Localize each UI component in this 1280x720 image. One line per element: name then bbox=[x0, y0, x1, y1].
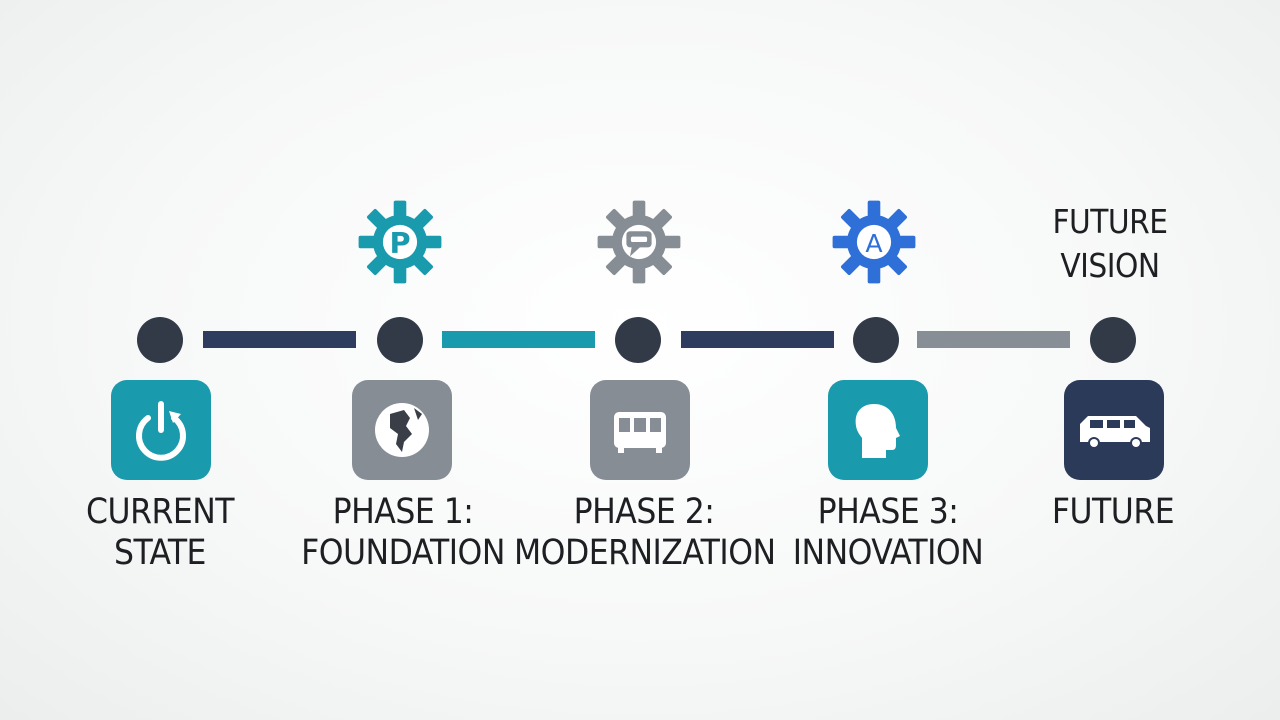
node-phase-2 bbox=[615, 317, 661, 363]
gear-p-letter: P bbox=[389, 226, 410, 260]
label-future: FUTURE bbox=[1051, 492, 1175, 532]
power-icon bbox=[111, 380, 211, 480]
label-phase-3: PHASE 3: INNOVATION bbox=[792, 492, 984, 573]
label-phase-2: PHASE 2: MODERNIZATION bbox=[514, 492, 776, 573]
gear-a-letter: A bbox=[865, 229, 883, 258]
node-phase-3 bbox=[853, 317, 899, 363]
node-future bbox=[1090, 317, 1136, 363]
head-icon bbox=[828, 380, 928, 480]
gear-p-icon: P bbox=[355, 197, 445, 287]
connector-4 bbox=[917, 331, 1070, 348]
globe-icon bbox=[352, 380, 452, 480]
label-phase-1: PHASE 1: FOUNDATION bbox=[301, 492, 505, 573]
bus-icon bbox=[590, 380, 690, 480]
gear-a-icon: A bbox=[829, 197, 919, 287]
van-icon bbox=[1064, 380, 1164, 480]
connector-1 bbox=[203, 331, 356, 348]
node-phase-1 bbox=[377, 317, 423, 363]
connector-3 bbox=[681, 331, 834, 348]
connector-2 bbox=[442, 331, 595, 348]
gear-chat-icon bbox=[594, 197, 684, 287]
future-vision-title: FUTURE VISION bbox=[1052, 202, 1168, 285]
node-current bbox=[137, 317, 183, 363]
label-current-state: CURRENT STATE bbox=[86, 492, 234, 573]
